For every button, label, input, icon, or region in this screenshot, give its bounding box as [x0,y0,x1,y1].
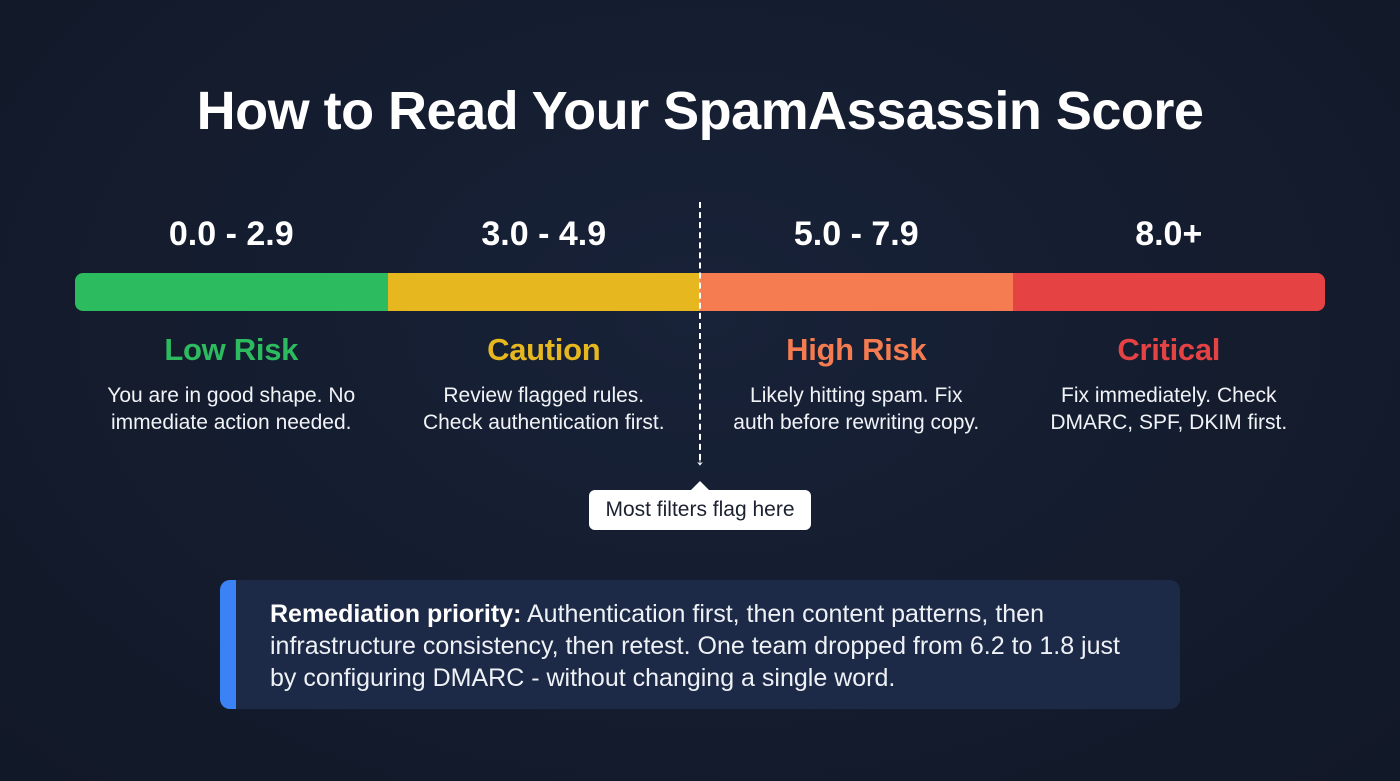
callout-text: Remediation priority: Authentication fir… [270,598,1150,694]
threshold-tooltip: Most filters flag here [589,481,811,530]
zone-caution: Caution Review flagged rules. Check auth… [388,332,701,436]
zone-high: High Risk Likely hitting spam. Fix auth … [700,332,1013,436]
zone-desc-line: DMARC, SPF, DKIM first. [1050,411,1288,434]
segment-low [75,273,388,311]
segment-critical [1012,273,1325,311]
zone-label-critical: Critical [1117,332,1221,367]
segment-caution [387,273,700,311]
zone-low: Low Risk You are in good shape. No immed… [75,332,388,436]
zone-desc-high: Likely hitting spam. Fix auth before rew… [700,382,1013,436]
score-ranges: 0.0 - 2.9 3.0 - 4.9 5.0 - 7.9 8.0+ [75,215,1325,254]
zone-desc-caution: Review flagged rules. Check authenticati… [388,382,701,436]
arrow-down-icon: ↓ [695,448,705,470]
range-low: 0.0 - 2.9 [168,215,294,253]
zone-desc-line: Check authentication first. [422,411,665,434]
zone-desc-critical: Fix immediately. Check DMARC, SPF, DKIM … [1013,382,1326,436]
segment-high [700,273,1013,311]
callout-accent-bar [220,580,236,709]
range-high: 5.0 - 7.9 [793,215,919,253]
zone-label-caution: Caution [487,332,601,367]
page-title: How to Read Your SpamAssassin Score [196,81,1204,141]
zone-desc-line: auth before rewriting copy. [733,411,980,434]
zone-label-high: High Risk [786,332,927,367]
range-caution: 3.0 - 4.9 [481,215,607,253]
zone-desc-line: Fix immediately. Check [1061,384,1277,407]
zone-desc-line: You are in good shape. No [107,384,356,407]
zone-critical: Critical Fix immediately. Check DMARC, S… [1013,332,1326,436]
zone-desc-line: immediate action needed. [111,411,352,434]
callout-body: Authentication first, then content patte… [270,600,1120,692]
zone-desc-low: You are in good shape. No immediate acti… [75,382,388,436]
zone-label-low: Low Risk [164,332,299,367]
zone-desc-line: Review flagged rules. [443,384,645,407]
zone-labels: Low Risk You are in good shape. No immed… [75,332,1325,436]
threshold-divider [699,202,701,460]
callout-heading: Remediation priority: [270,600,522,628]
remediation-callout: Remediation priority: Authentication fir… [220,580,1180,709]
score-bar [75,273,1325,311]
zone-desc-line: Likely hitting spam. Fix [750,384,963,407]
range-critical: 8.0+ [1135,215,1203,253]
